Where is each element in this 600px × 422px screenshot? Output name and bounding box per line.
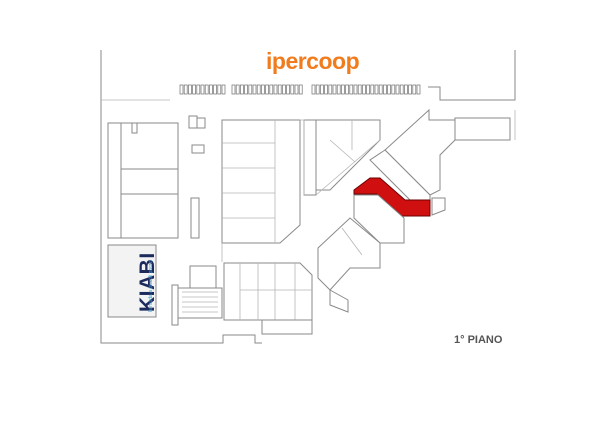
parking-slot — [213, 84, 217, 95]
parking-slot — [416, 84, 421, 95]
outer-wall — [100, 50, 516, 344]
left-unit-column — [107, 122, 179, 318]
parking-slot — [353, 84, 358, 95]
parking-slot — [231, 84, 236, 95]
parking-slot — [298, 84, 303, 95]
parking-slot — [404, 84, 408, 95]
kiabi-tagline: la moda a piccoli prezzi — [148, 260, 154, 312]
parking-slot — [256, 84, 261, 95]
parking-slot — [341, 84, 345, 95]
parking-slot — [357, 84, 362, 95]
parking-slot — [408, 84, 412, 95]
parking-slot — [265, 84, 269, 95]
parking-slot — [221, 84, 226, 95]
parking-slot — [252, 84, 257, 95]
parking-slot — [235, 84, 240, 95]
parking-slot — [320, 84, 324, 95]
parking-slot — [200, 84, 205, 95]
parking-slot — [248, 84, 253, 95]
parking-slot — [196, 84, 201, 95]
parking-slot — [179, 84, 184, 95]
parking-slot — [217, 84, 222, 95]
highlighted-store[interactable] — [353, 177, 431, 217]
parking-slot — [204, 84, 209, 95]
parking-slot — [336, 84, 341, 95]
parking-slot — [362, 84, 366, 95]
parking-slot — [294, 84, 299, 95]
parking-slot — [286, 84, 290, 95]
parking-slot — [328, 84, 333, 95]
parking-slot — [183, 84, 188, 95]
service-elements — [131, 115, 223, 326]
parking-slot — [399, 84, 404, 95]
ipercoop-logo: ipercoop — [266, 48, 360, 74]
parking-slot — [349, 84, 354, 95]
parking-slot — [324, 84, 328, 95]
parking-slot — [282, 84, 286, 95]
parking-slot — [412, 84, 417, 95]
parking-slot — [273, 84, 278, 95]
floor-label: 1° PIANO — [454, 334, 503, 346]
lower-unit-row — [223, 262, 349, 335]
parking-slot — [240, 84, 244, 95]
parking-slot — [209, 84, 213, 95]
parking-slot — [311, 84, 316, 95]
diagonal-units — [369, 108, 511, 206]
parking-slot — [261, 84, 265, 95]
parking-slot — [269, 84, 274, 95]
parking-slot — [370, 84, 375, 95]
parking-slot — [290, 84, 295, 95]
parking-slot — [395, 84, 400, 95]
parking-slot — [192, 84, 196, 95]
parking-slot — [387, 84, 391, 95]
parking-slot — [315, 84, 320, 95]
right-middle-units — [317, 194, 446, 291]
parking-slot — [383, 84, 387, 95]
parking-slot — [391, 84, 396, 95]
parking-slot — [332, 84, 337, 95]
parking-slot — [345, 84, 349, 95]
central-block — [221, 119, 381, 244]
parking-rows — [179, 84, 421, 95]
parking-slot — [277, 84, 282, 95]
parking-slot — [378, 84, 383, 95]
parking-slot — [374, 84, 379, 95]
parking-slot — [188, 84, 192, 95]
corridor-outline — [221, 110, 516, 262]
parking-slot — [366, 84, 370, 95]
parking-slot — [244, 84, 248, 95]
